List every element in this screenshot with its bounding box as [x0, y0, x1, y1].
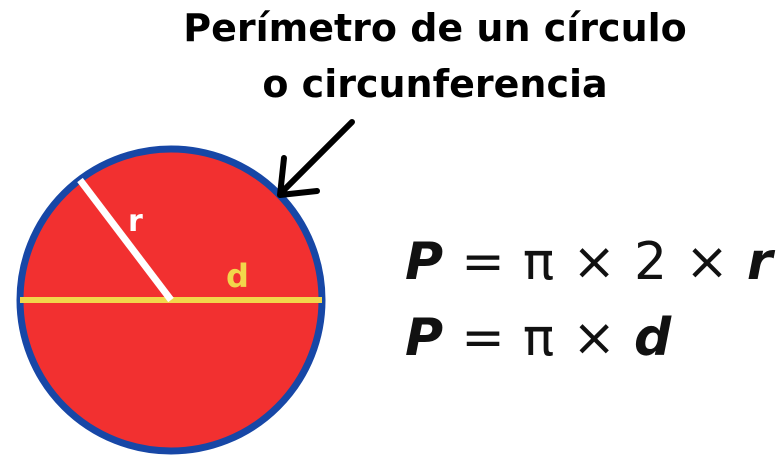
formula-pi: π: [522, 308, 555, 368]
title-line-2: o circunferencia: [262, 62, 608, 106]
radius-line: [77, 177, 174, 303]
diameter-label: d: [226, 257, 249, 295]
formula-perimeter-radius: P = π × 2 × r: [405, 232, 773, 292]
formula-d: d: [634, 308, 672, 368]
formula-times: ×: [572, 308, 616, 368]
formula-r: r: [746, 232, 773, 292]
formula-times: ×: [572, 232, 616, 292]
title-line-1: Perímetro de un círculo: [183, 6, 687, 50]
arrow-icon: [277, 119, 355, 198]
radius-label: r: [128, 204, 143, 239]
formula-pi: π: [522, 232, 555, 292]
formula-times: ×: [685, 232, 729, 292]
formula-equals: =: [461, 232, 505, 292]
formula-perimeter-diameter: P = π × d: [405, 308, 671, 368]
formula-p: P: [405, 308, 444, 368]
formula-p: P: [405, 232, 444, 292]
formula-equals: =: [461, 308, 505, 368]
formula-two: 2: [634, 232, 668, 292]
